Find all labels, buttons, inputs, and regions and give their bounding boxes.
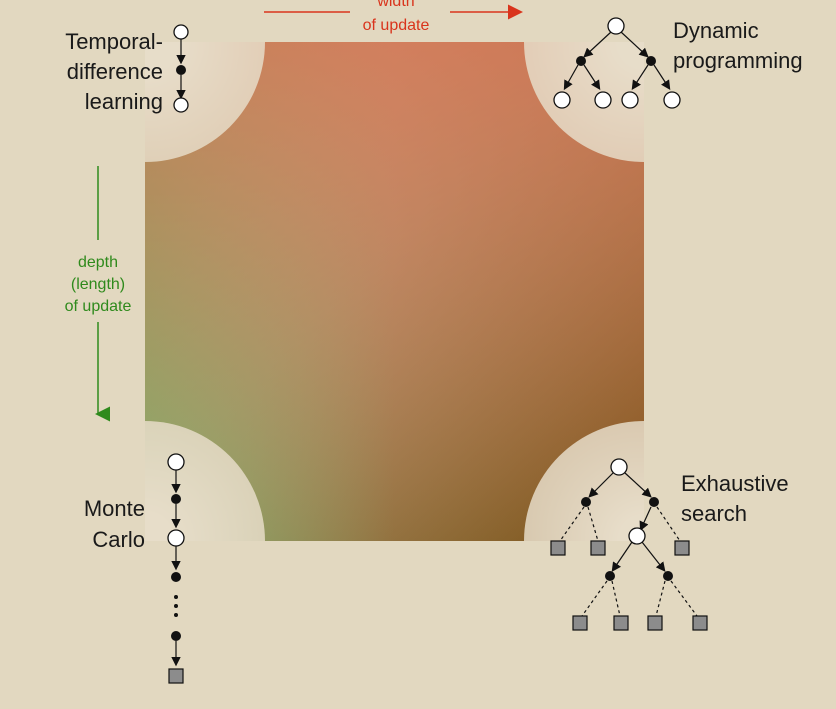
dp-label-line-1: Dynamic xyxy=(673,18,759,43)
td-label-line-2: difference xyxy=(67,59,163,84)
mc-label-line-1: Monte xyxy=(84,496,145,521)
depth-label-line-1: depth xyxy=(78,254,118,271)
mc-terminal-node xyxy=(168,668,184,684)
width-label-line-1: width xyxy=(376,0,414,10)
td-label-line-1: Temporal- xyxy=(65,29,163,54)
mc-backup-diagram xyxy=(167,453,185,684)
dp-label-line-2: programming xyxy=(673,48,803,73)
exhaustive-backup-diagram xyxy=(550,458,708,631)
width-label-line-2: of update xyxy=(363,17,430,34)
td-label-line-3: learning xyxy=(85,89,163,114)
dp-backup-diagram xyxy=(553,17,681,109)
dp-label: Dynamic programming xyxy=(673,18,803,73)
depth-label-line-3: of update xyxy=(65,298,132,315)
td-label: Temporal- difference learning xyxy=(65,29,163,114)
td-backup-diagram xyxy=(173,24,189,113)
gradient-square xyxy=(145,42,644,541)
exhaustive-label: Exhaustive search xyxy=(681,471,789,526)
depth-axis: depth (length) of update xyxy=(65,166,132,422)
depth-label-line-2: (length) xyxy=(71,276,125,293)
mc-label-line-2: Carlo xyxy=(92,527,145,552)
exhaustive-label-line-1: Exhaustive xyxy=(681,471,789,496)
exhaustive-label-line-2: search xyxy=(681,501,747,526)
width-axis: width of update xyxy=(264,0,523,34)
mc-label: Monte Carlo xyxy=(84,496,145,552)
